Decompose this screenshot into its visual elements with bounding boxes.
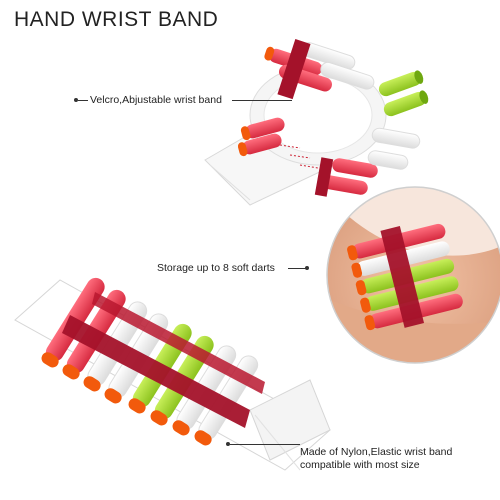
rolled-wrist-band — [204, 39, 429, 206]
dart — [240, 117, 285, 141]
dart — [371, 127, 421, 149]
dart — [367, 150, 409, 170]
inset-border — [326, 186, 500, 364]
material-callout: Made of Nylon,Elastic wrist band compati… — [300, 446, 495, 472]
callout-leader — [288, 268, 306, 269]
callout-dot — [74, 98, 78, 102]
flat-wrist-band — [14, 277, 331, 471]
dart — [320, 61, 375, 90]
callout-dot — [226, 442, 230, 446]
velcro-callout: Velcro,Abjustable wrist band — [90, 94, 222, 106]
page-title: HAND WRIST BAND — [14, 8, 219, 31]
material-callout-line1: Made of Nylon,Elastic wrist band — [300, 446, 453, 458]
callout-leader — [232, 100, 292, 101]
dart — [322, 175, 368, 195]
dart — [237, 133, 282, 157]
callout-dot — [305, 266, 309, 270]
callout-leader — [78, 100, 88, 101]
dart — [378, 70, 424, 97]
dart — [383, 90, 429, 117]
storage-callout: Storage up to 8 soft darts — [157, 262, 275, 274]
callout-leader — [230, 444, 300, 445]
dart — [332, 158, 378, 178]
material-callout-line2: compatible with most size — [300, 459, 420, 471]
inset-hand-photo — [327, 187, 500, 363]
